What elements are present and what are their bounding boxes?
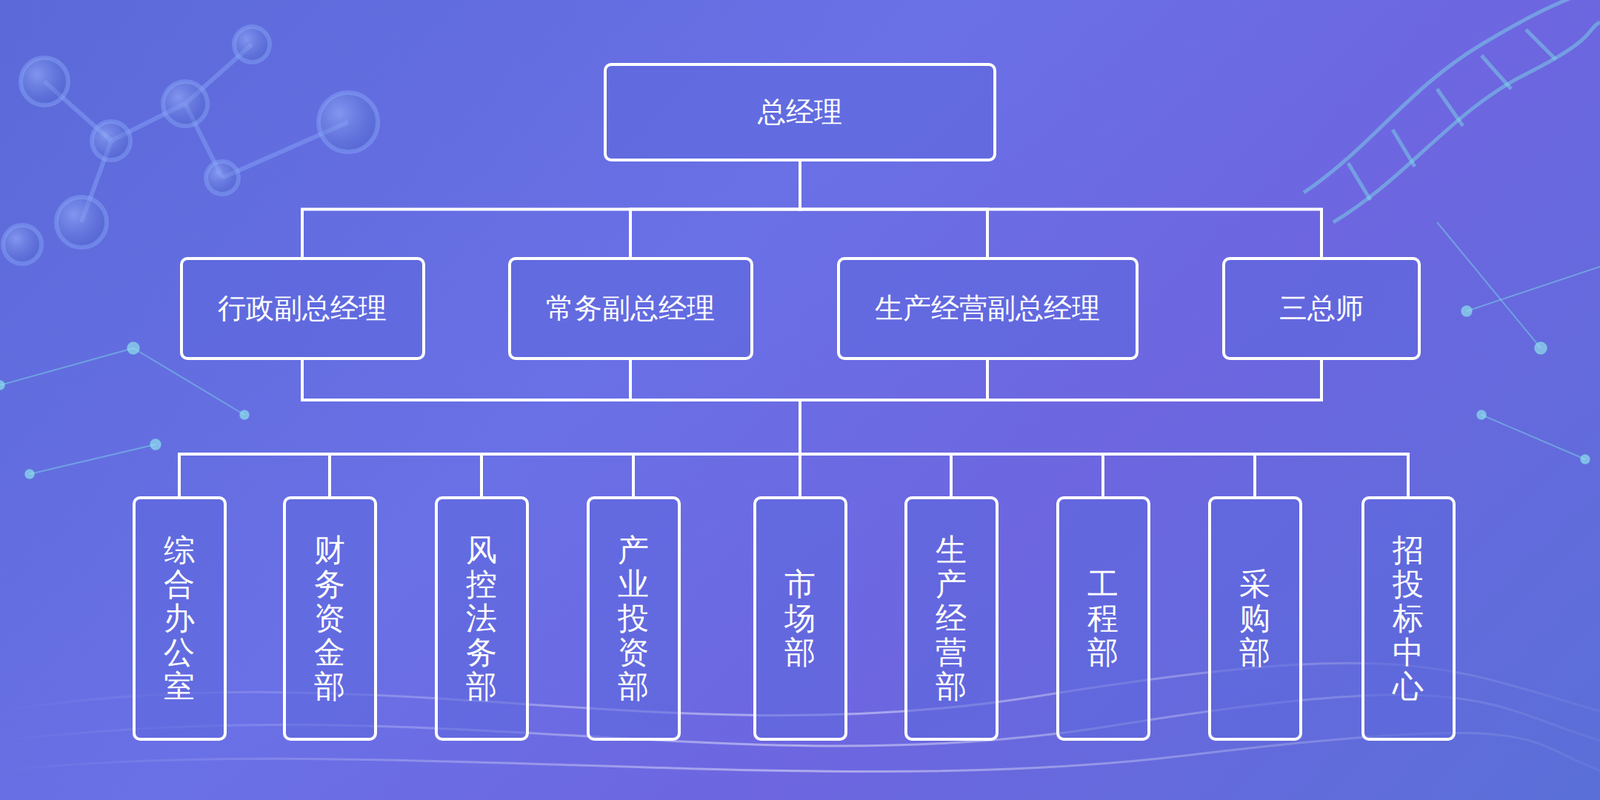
position-box: 三总师 xyxy=(1222,257,1421,360)
org-connector xyxy=(800,360,1322,497)
org-connector xyxy=(630,360,1409,497)
position-title: 生产经营副总经理 xyxy=(874,289,1100,328)
org-connector xyxy=(179,360,988,497)
org-connector xyxy=(302,360,800,497)
department-name: 生产经营部 xyxy=(935,533,967,705)
org-connector xyxy=(329,360,988,497)
org-connector xyxy=(630,360,1103,497)
org-connector xyxy=(481,360,988,497)
org-connector xyxy=(481,360,1322,497)
org-connector xyxy=(329,360,1322,497)
department-name: 招投标中心 xyxy=(1392,533,1424,705)
org-connector xyxy=(800,360,1322,497)
org-connector xyxy=(302,360,1409,497)
position-box: 常务副总经理 xyxy=(508,257,754,360)
org-connector xyxy=(179,360,800,497)
department-box: 生产经营部 xyxy=(904,496,999,741)
org-connector xyxy=(630,360,1255,497)
org-connector xyxy=(630,360,800,497)
org-connector xyxy=(179,360,1322,497)
department-name: 产业投资部 xyxy=(617,533,649,705)
org-connector xyxy=(630,161,800,258)
org-connector xyxy=(302,360,1103,497)
org-connector xyxy=(800,360,988,497)
department-name: 采购部 xyxy=(1239,567,1271,671)
department-box: 招投标中心 xyxy=(1361,496,1456,741)
department-name: 综合办公室 xyxy=(163,533,195,705)
org-connector xyxy=(800,360,1322,497)
department-name: 风控法务部 xyxy=(465,533,498,705)
org-connector xyxy=(481,360,800,497)
department-box: 财务资金部 xyxy=(282,496,378,741)
org-connector xyxy=(800,161,1322,258)
position-box: 行政副总经理 xyxy=(180,257,426,360)
position-box: 总经理 xyxy=(603,62,997,162)
org-connector xyxy=(633,360,1322,497)
department-name: 财务资金部 xyxy=(314,533,346,705)
org-connector xyxy=(800,360,1322,497)
org-connector xyxy=(800,360,1409,497)
org-connector xyxy=(302,360,952,497)
org-connector xyxy=(179,360,800,497)
department-name: 市场部 xyxy=(784,567,816,671)
molecule xyxy=(2,26,378,264)
org-connector xyxy=(630,360,952,497)
org-connector xyxy=(302,360,1255,497)
department-box: 市场部 xyxy=(753,496,848,741)
department-box: 风控法务部 xyxy=(434,496,529,741)
org-connector xyxy=(302,360,800,497)
org-connector xyxy=(800,360,1255,497)
org-connector xyxy=(302,161,800,258)
position-box: 生产经营副总经理 xyxy=(837,257,1139,360)
org-connector xyxy=(800,360,988,497)
org-connector xyxy=(630,360,800,497)
department-box: 产业投资部 xyxy=(586,496,681,741)
org-connector xyxy=(302,360,800,497)
org-connector xyxy=(302,360,800,497)
position-title: 总经理 xyxy=(757,93,843,132)
dna-helix xyxy=(1303,0,1600,223)
position-title: 常务副总经理 xyxy=(545,289,715,328)
department-box: 采购部 xyxy=(1208,496,1303,741)
department-box: 综合办公室 xyxy=(132,496,227,741)
department-name: 工程部 xyxy=(1087,567,1119,671)
org-connector xyxy=(633,360,988,497)
position-title: 三总师 xyxy=(1279,289,1364,328)
org-connector xyxy=(329,360,800,497)
department-box: 工程部 xyxy=(1056,496,1151,741)
org-connector xyxy=(800,360,1409,497)
position-title: 行政副总经理 xyxy=(217,289,387,328)
